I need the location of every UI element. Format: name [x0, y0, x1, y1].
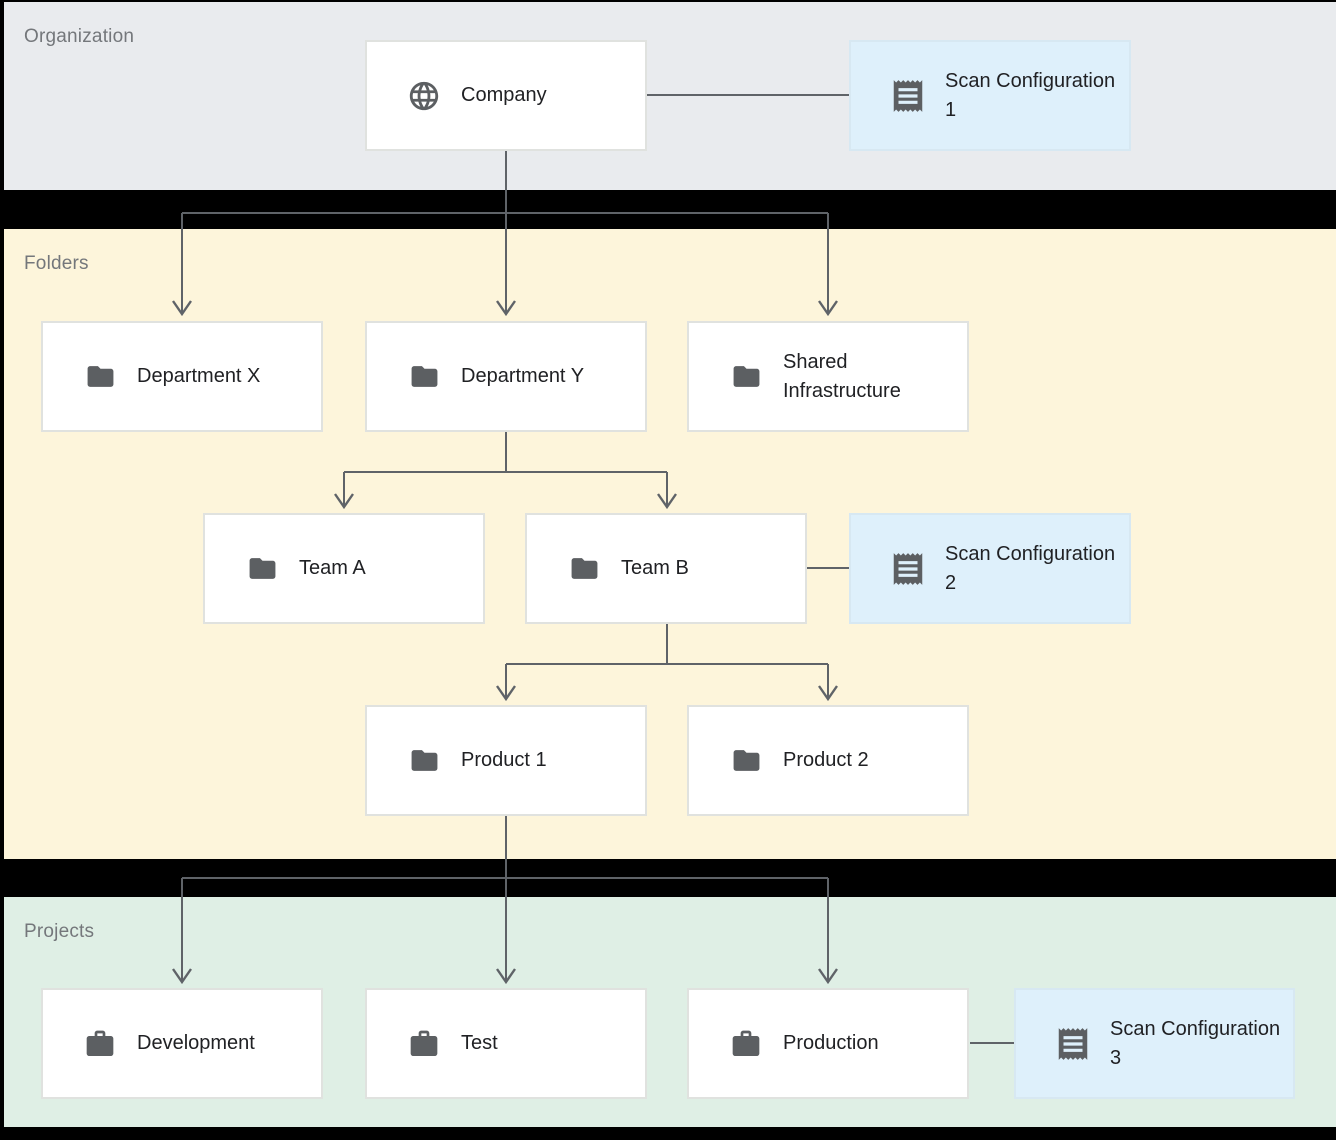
folder-icon [81, 361, 119, 392]
folder-icon [405, 361, 443, 392]
node-company: Company [365, 40, 647, 151]
briefcase-icon [405, 1028, 443, 1060]
receipt-icon [1054, 1025, 1092, 1063]
projects-band-label: Projects [24, 921, 95, 942]
node-scan-configuration-3: Scan Configuration 3 [1014, 988, 1295, 1099]
briefcase-icon [727, 1028, 765, 1060]
node-test: Test [365, 988, 647, 1099]
organization-band-label: Organization [24, 26, 135, 47]
folder-icon [405, 745, 443, 776]
node-development: Development [41, 988, 323, 1099]
node-label: Department X [137, 365, 261, 388]
node-label: Team B [621, 557, 689, 580]
folder-icon [727, 745, 765, 776]
node-label: Department Y [461, 365, 585, 388]
folders-band-label: Folders [24, 253, 89, 274]
node-label: Team A [299, 557, 366, 580]
node-label: Scan Configuration 3 [1110, 1018, 1281, 1069]
node-label: Shared Infrastructure [783, 351, 901, 402]
node-team-b: Team B [525, 513, 807, 624]
node-team-a: Team A [203, 513, 485, 624]
node-label: Development [137, 1032, 255, 1055]
node-label: Product 2 [783, 749, 869, 772]
folder-icon [727, 361, 765, 392]
globe-icon [405, 79, 443, 113]
node-department-y: Department Y [365, 321, 647, 432]
node-production: Production [687, 988, 969, 1099]
node-label: Product 1 [461, 749, 547, 772]
node-scan-configuration-2: Scan Configuration 2 [849, 513, 1131, 624]
briefcase-icon [81, 1028, 119, 1060]
node-shared-infrastructure: Shared Infrastructure [687, 321, 969, 432]
node-product-2: Product 2 [687, 705, 969, 816]
node-label: Production [783, 1032, 879, 1055]
receipt-icon [889, 550, 927, 588]
node-label: Test [461, 1032, 498, 1055]
node-department-x: Department X [41, 321, 323, 432]
node-label: Scan Configuration 2 [945, 543, 1116, 594]
receipt-icon [889, 77, 927, 115]
folder-icon [243, 553, 281, 584]
node-label: Scan Configuration 1 [945, 70, 1116, 121]
node-scan-configuration-1: Scan Configuration 1 [849, 40, 1131, 151]
folder-icon [565, 553, 603, 584]
node-product-1: Product 1 [365, 705, 647, 816]
node-label: Company [461, 84, 547, 107]
